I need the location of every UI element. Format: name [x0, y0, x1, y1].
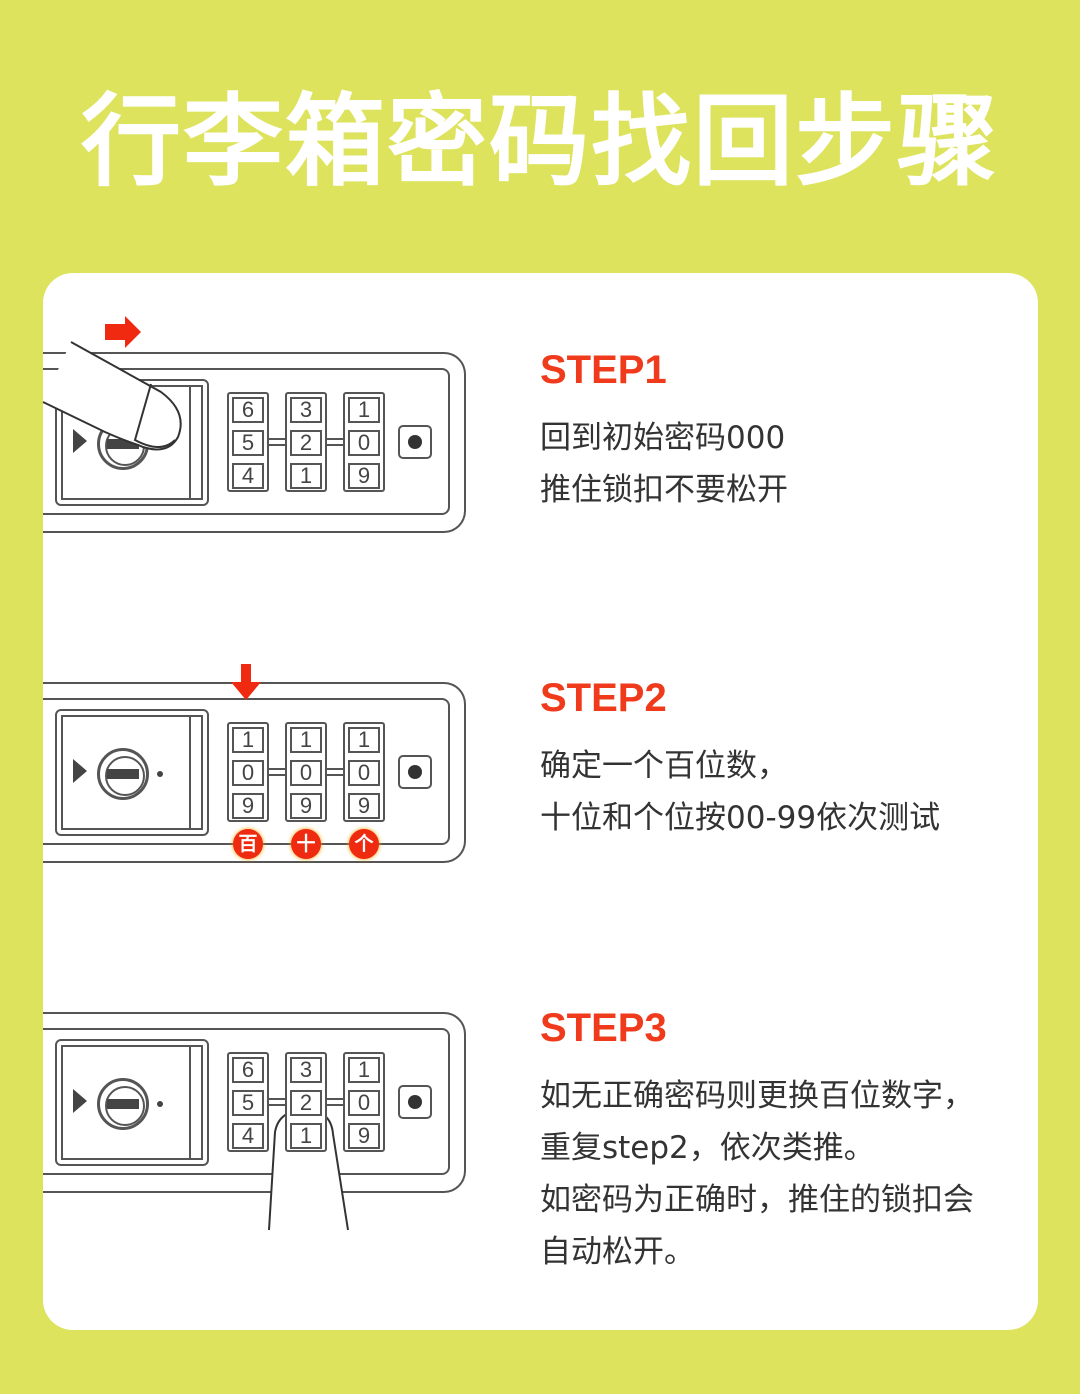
digit-place-badge: 十 — [291, 829, 321, 859]
dial-wheel: 1 0 9 — [285, 722, 327, 822]
dial-wheel: 3 2 1 — [285, 392, 327, 492]
arrow-icon — [73, 759, 87, 783]
dial-digit: 0 — [348, 430, 380, 456]
dial-digit: 0 — [290, 760, 322, 786]
dial-digit: 2 — [290, 430, 322, 456]
lock-frame — [43, 1028, 450, 1175]
dial-digit: 9 — [348, 463, 380, 489]
lock-latch — [55, 1039, 209, 1166]
step1-line: 推住锁扣不要松开 — [540, 472, 788, 508]
dial-digit: 1 — [290, 1123, 322, 1149]
lock-latch — [55, 709, 209, 836]
dial-wheel: 1 0 9 — [343, 392, 385, 492]
dial-digit: 1 — [348, 1057, 380, 1083]
dial-wheel: 6 5 4 — [227, 392, 269, 492]
dial-digit: 0 — [348, 760, 380, 786]
step2-label: STEP2 — [540, 676, 667, 720]
keyhole-icon — [97, 1078, 149, 1130]
dial-digit: 6 — [232, 1057, 264, 1083]
step2-line: 十位和个位按00-99依次测试 — [540, 800, 941, 836]
dial-digit: 1 — [348, 727, 380, 753]
dial-digit: 6 — [232, 397, 264, 423]
arrow-right-icon — [105, 316, 141, 348]
digit-place-badge: 百 — [233, 829, 263, 859]
dial-digit: 9 — [232, 793, 264, 819]
dial-digit: 4 — [232, 1123, 264, 1149]
arrow-icon — [73, 429, 87, 453]
dial-wheel: 1 0 9 — [343, 722, 385, 822]
dial-digit: 3 — [290, 1057, 322, 1083]
dial-wheel: 6 5 4 — [227, 1052, 269, 1152]
release-button — [398, 755, 432, 789]
step1-label: STEP1 — [540, 348, 667, 392]
step3-line: 自动松开。 — [540, 1234, 695, 1270]
lock-frame — [43, 368, 450, 515]
step2-line: 确定一个百位数， — [540, 748, 788, 784]
dial-wheel: 3 2 1 — [285, 1052, 327, 1152]
dial-digit: 1 — [290, 727, 322, 753]
dial-digit: 0 — [232, 760, 264, 786]
dial-digit: 5 — [232, 430, 264, 456]
keyhole-icon — [97, 748, 149, 800]
step3-label: STEP3 — [540, 1006, 667, 1050]
finger-press-icon — [42, 316, 182, 451]
step3-line: 重复step2，依次类推。 — [540, 1130, 875, 1166]
dial-wheel: 1 0 9 — [343, 1052, 385, 1152]
digit-place-badge: 个 — [349, 829, 379, 859]
lock-body — [43, 352, 466, 533]
dial-digit: 0 — [348, 1090, 380, 1116]
step1-line: 回到初始密码000 — [540, 420, 786, 456]
lock-body — [43, 1012, 466, 1193]
dial-digit: 9 — [290, 793, 322, 819]
dial-digit: 1 — [348, 397, 380, 423]
page-title: 行李箱密码找回步骤 — [81, 83, 999, 200]
step3-line: 如无正确密码则更换百位数字， — [540, 1078, 974, 1114]
release-button — [398, 425, 432, 459]
release-button — [398, 1085, 432, 1119]
dial-digit: 9 — [348, 1123, 380, 1149]
dial-digit: 4 — [232, 463, 264, 489]
dial-digit: 1 — [232, 727, 264, 753]
dial-digit: 5 — [232, 1090, 264, 1116]
dial-digit: 2 — [290, 1090, 322, 1116]
dial-digit: 9 — [348, 793, 380, 819]
arrow-down-icon — [231, 664, 261, 700]
dial-digit: 3 — [290, 397, 322, 423]
step3-line: 如密码为正确时，推住的锁扣会 — [540, 1182, 974, 1218]
dial-wheel: 1 0 9 — [227, 722, 269, 822]
arrow-icon — [73, 1089, 87, 1113]
dial-digit: 1 — [290, 463, 322, 489]
